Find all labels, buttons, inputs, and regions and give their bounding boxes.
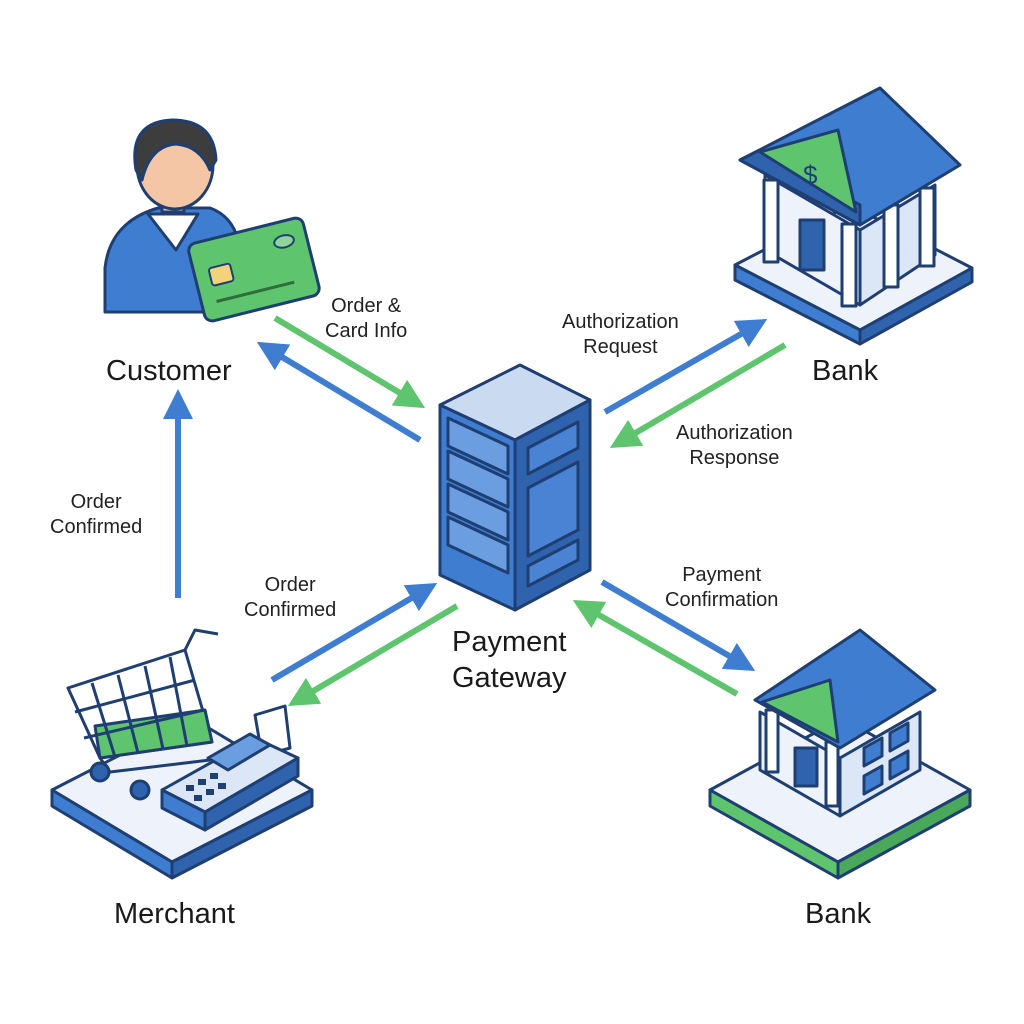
arrow-customer-to-gateway <box>273 315 426 409</box>
flow-arrows <box>163 315 787 707</box>
label-line: Confirmation <box>665 589 779 611</box>
label-line: Order <box>70 491 122 513</box>
label-line: Request <box>583 336 658 358</box>
label-authorization-response: Authorization Response <box>676 421 793 471</box>
label-order-confirmed-center: Order Confirmed <box>244 573 336 623</box>
label-line: Confirmed <box>244 599 337 621</box>
arrow-gateway-to-merchant <box>287 603 459 707</box>
bank-top-label: Bank <box>812 355 879 387</box>
arrow-auth-response <box>609 342 787 449</box>
bank-icon-top: $ <box>733 86 974 346</box>
label-payment-confirmation: Payment Confirmation <box>665 563 778 613</box>
bank-bottom-label: Bank <box>805 898 872 930</box>
arrow-gateway-to-customer <box>256 341 422 443</box>
label-line: Payment <box>682 564 762 586</box>
dollar-sign-icon: $ <box>803 160 818 190</box>
arrow-bank-to-gateway <box>572 600 739 697</box>
merchant-icon <box>50 628 314 880</box>
arrow-gateway-to-bank <box>600 579 756 672</box>
credit-card-icon <box>187 216 321 323</box>
label-order-card-info: Order & Card Info <box>325 294 407 344</box>
customer-icon <box>103 118 321 323</box>
label-line: Confirmed <box>50 516 143 538</box>
arrow-auth-request <box>603 319 768 415</box>
label-line: Authorization <box>676 422 793 444</box>
server-icon <box>438 363 592 612</box>
gateway-label-line1: Payment <box>452 626 567 658</box>
label-line: Authorization <box>562 311 679 333</box>
arrow-merchant-to-gateway <box>270 582 438 683</box>
gateway-label: Payment Gateway <box>452 624 566 696</box>
customer-label: Customer <box>106 355 232 387</box>
label-order-confirmed-left: Order Confirmed <box>50 490 142 540</box>
label-line: Order <box>264 574 316 596</box>
label-line: Card Info <box>325 320 408 342</box>
merchant-label: Merchant <box>114 898 235 930</box>
label-line: Order & <box>331 295 402 317</box>
shopping-cart-icon <box>66 628 219 801</box>
bank-icon-bottom <box>708 628 972 880</box>
gateway-label-line2: Gateway <box>452 662 567 694</box>
label-line: Response <box>689 447 780 469</box>
payment-terminal-icon <box>160 704 300 832</box>
label-authorization-request: Authorization Request <box>562 310 679 360</box>
